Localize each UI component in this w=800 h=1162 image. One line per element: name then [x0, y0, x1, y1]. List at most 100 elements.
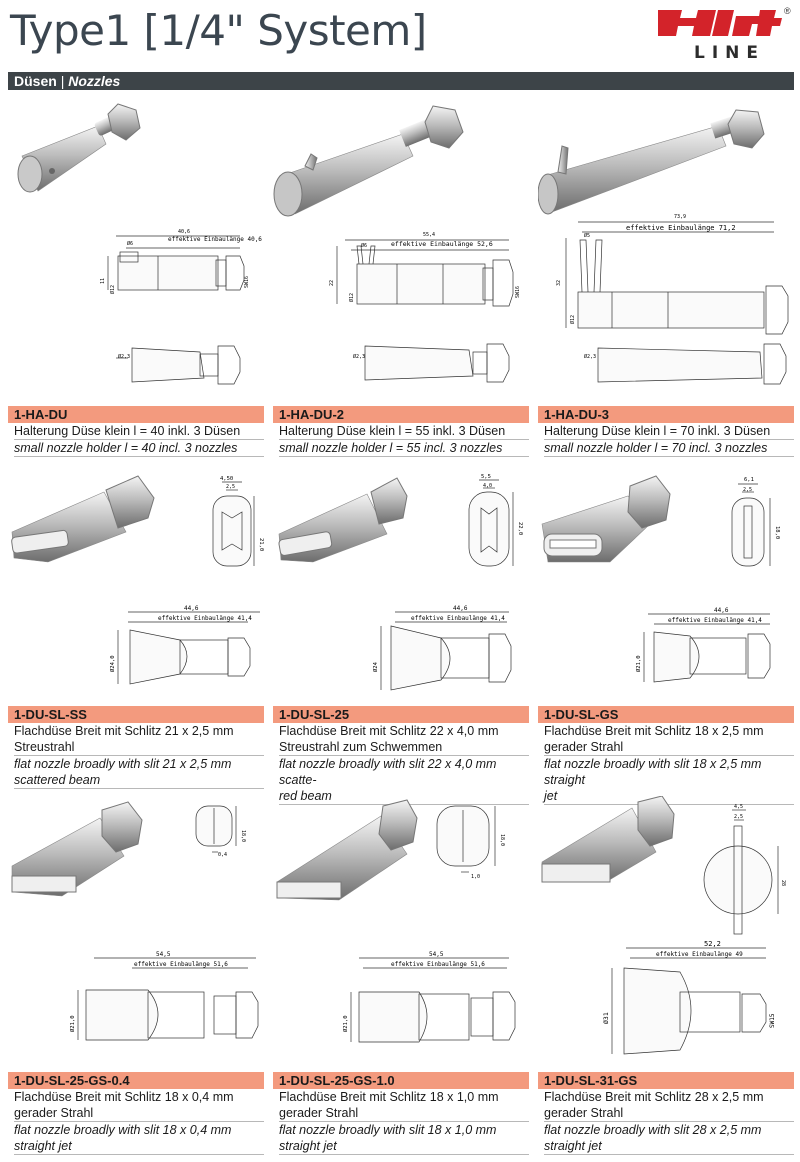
dim-label: 52,2	[704, 940, 721, 948]
side-view-drawing	[77, 957, 259, 1041]
side-view-drawing	[117, 611, 260, 685]
dim-label: Ø24,0	[109, 655, 116, 672]
description-en: flat nozzle broadly with slit 21 x 2,5 m…	[14, 756, 264, 789]
product-drawing: effektive Einbaulänge 40,6 40,6 Ø6 11 SW…	[17, 103, 262, 385]
dim-label: Ø2,3	[353, 353, 365, 360]
product-description: Flachdüse Breit mit Schlitz 21 x 2,5 mm …	[8, 723, 264, 789]
dim-label: Ø6	[361, 242, 367, 249]
photo-holder	[17, 103, 141, 193]
side-view-drawing	[336, 239, 514, 383]
description-de-line: gerader Strahl	[544, 1106, 624, 1120]
dim-label: Ø2,3	[118, 353, 130, 360]
dim-label: Ø2,3	[584, 353, 596, 360]
dim-label: Ø12	[569, 315, 576, 324]
description-de-line: Flachdüse Breit mit Schlitz 18 x 1,0 mm	[279, 1090, 499, 1104]
description-de: Halterung Düse klein l = 55 inkl. 3 Düse…	[279, 423, 529, 440]
logo-subtitle: LINE	[694, 43, 765, 63]
section-label-en: Nozzles	[68, 73, 121, 89]
side-view-drawing	[565, 221, 789, 385]
photo-nozzle	[276, 799, 418, 901]
product-description: Halterung Düse klein l = 40 inkl. 3 Düse…	[8, 423, 264, 457]
dim-label: Ø21,0	[69, 1015, 76, 1032]
side-view-drawing	[107, 235, 245, 385]
photo-nozzle	[11, 801, 143, 897]
photo-nozzle	[278, 477, 408, 563]
description-de-line: Flachdüse Breit mit Schlitz 22 x 4,0 mm	[279, 724, 499, 738]
dim-label: 22	[329, 280, 335, 286]
dim-label: Ø21,0	[342, 1015, 349, 1032]
description-en-line: straight jet	[14, 1139, 72, 1153]
description-en-line: flat nozzle broadly with slit 18 x 2,5 m…	[544, 757, 762, 787]
product-code: 1-DU-SL-25-GS-0.4	[8, 1072, 264, 1089]
description-en: flat nozzle broadly with slit 28 x 2,5 m…	[544, 1122, 794, 1155]
photo-nozzle	[541, 475, 671, 563]
dim-label: 54,5	[156, 951, 171, 958]
product-code: 1-DU-SL-SS	[8, 706, 264, 723]
description-de: Flachdüse Breit mit Schlitz 21 x 2,5 mm …	[14, 723, 264, 756]
product-code: 1-HA-DU-3	[538, 406, 794, 423]
front-view-drawing	[436, 805, 496, 873]
description-de: Flachdüse Breit mit Schlitz 28 x 2,5 mm …	[544, 1089, 794, 1122]
dim-label: 44,6	[714, 607, 729, 614]
description-de: Halterung Düse klein l = 40 inkl. 3 Düse…	[14, 423, 264, 440]
description-de-line: Flachdüse Breit mit Schlitz 21 x 2,5 mm	[14, 724, 234, 738]
product-code: 1-DU-SL-25	[273, 706, 529, 723]
front-view-drawing	[731, 483, 771, 567]
description-en-line: straight jet	[544, 1139, 602, 1153]
dim-label: 54,5	[429, 951, 444, 958]
dim-label: Ø5	[584, 232, 590, 239]
photo-holder	[273, 105, 464, 217]
description-en: flat nozzle broadly with slit 22 x 4,0 m…	[279, 756, 529, 805]
product-description: Flachdüse Breit mit Schlitz 18 x 1,0 mm …	[273, 1089, 529, 1155]
dim-label: effektive Einbaulänge 41,4	[411, 615, 505, 622]
description-en-line: flat nozzle broadly with slit 21 x 2,5 m…	[14, 757, 232, 771]
side-view-drawing	[643, 613, 771, 683]
hirt-logo-icon	[658, 10, 782, 36]
description-de: Halterung Düse klein l = 70 inkl. 3 Düse…	[544, 423, 794, 440]
registered-mark: ®	[784, 6, 791, 16]
product-code: 1-HA-DU-2	[273, 406, 529, 423]
product-drawing: 6,1 2,5 18,0 44,6 effektive Einbaulänge …	[541, 475, 780, 683]
description-en: small nozzle holder l = 40 incl. 3 nozzl…	[14, 440, 264, 457]
description-en-line: flat nozzle broadly with slit 28 x 2,5 m…	[544, 1123, 762, 1137]
dim-label: effektive Einbaulänge 52,6	[391, 240, 493, 248]
description-en: flat nozzle broadly with slit 18 x 2,5 m…	[544, 756, 794, 805]
description-en-line: jet	[544, 789, 558, 803]
product-card-1-du-sl-gs: 6,1 2,5 18,0 44,6 effektive Einbaulänge …	[538, 462, 794, 805]
front-view-drawing	[468, 479, 514, 567]
product-code: 1-HA-DU	[8, 406, 264, 423]
product-description: Flachdüse Breit mit Schlitz 28 x 2,5 mm …	[538, 1089, 794, 1155]
dim-label: Ø12	[348, 293, 355, 302]
description-en: small nozzle holder l = 55 incl. 3 nozzl…	[279, 440, 529, 457]
front-view-drawing	[195, 805, 237, 853]
dim-label: 4,50	[220, 476, 233, 482]
product-drawing: 5,5 4,0 22,0 44,6 effektive Einbaulänge …	[278, 474, 523, 691]
dim-label: effektive Einbaulänge 71,2	[626, 224, 736, 232]
dim-label: 18,0	[240, 830, 246, 842]
dim-label: 28	[780, 880, 786, 886]
dim-label: 21,0	[258, 538, 264, 551]
dim-label: 2,5	[226, 484, 235, 490]
description-en-line: red beam	[279, 789, 332, 803]
product-code: 1-DU-SL-GS	[538, 706, 794, 723]
description-de-line: Streustrahl zum Schwemmen	[279, 740, 443, 754]
dim-label: 18,0	[499, 834, 505, 846]
description-en-line: straight jet	[279, 1139, 337, 1153]
brand-logo: ® LINE	[656, 6, 792, 63]
front-view-drawing	[212, 481, 255, 567]
description-de-line: gerader Strahl	[544, 740, 624, 754]
product-code: 1-DU-SL-31-GS	[538, 1072, 794, 1089]
product-card-1-ha-du: effektive Einbaulänge 40,6 40,6 Ø6 11 SW…	[8, 96, 264, 457]
description-de-line: Flachdüse Breit mit Schlitz 18 x 0,4 mm	[14, 1090, 234, 1104]
dim-label: 44,6	[184, 605, 199, 612]
dim-label: Ø12	[109, 285, 116, 294]
dim-label: effektive Einbaulänge 51,6	[134, 961, 228, 968]
dim-label: Ø6	[127, 240, 133, 247]
section-label-de: Düsen	[14, 73, 57, 89]
photo-holder	[538, 109, 765, 215]
description-en-line: flat nozzle broadly with slit 22 x 4,0 m…	[279, 757, 497, 787]
product-drawing: 18,0 1,0 54,5 effektive Einbaulänge 51,6…	[276, 799, 516, 1043]
description-en-line: flat nozzle broadly with slit 18 x 0,4 m…	[14, 1123, 232, 1137]
description-en: small nozzle holder l = 70 incl. 3 nozzl…	[544, 440, 794, 457]
product-code: 1-DU-SL-25-GS-1.0	[273, 1072, 529, 1089]
